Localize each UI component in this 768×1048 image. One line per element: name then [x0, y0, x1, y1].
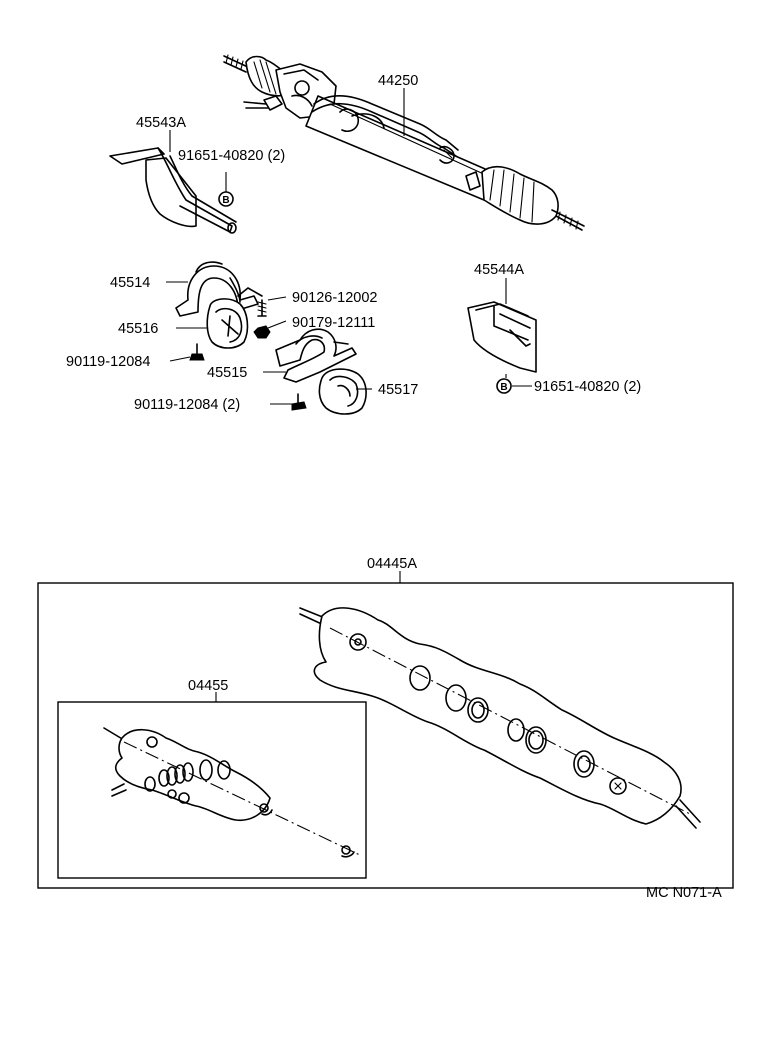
seal-kit-frame [57, 701, 367, 879]
pinion-shaft [263, 95, 283, 111]
gasket-kit-frame [37, 582, 734, 889]
leader-lines [166, 88, 532, 405]
bushing-right [318, 368, 367, 415]
tube-clamp [465, 171, 481, 191]
bracket-right-drawing [467, 301, 537, 373]
label-rack-assembly: 44250 [378, 73, 418, 89]
label-bracket-upper: 45514 [110, 275, 150, 291]
fluid-line-upper [313, 94, 459, 151]
bracket-right-plate [467, 301, 537, 373]
rack-housing-outline [313, 607, 682, 825]
rack-tube [305, 95, 493, 201]
steering-rack-assembly-drawing [223, 54, 585, 231]
label-bolt-upper: 90126-12002 [292, 290, 377, 306]
label-bushing-left: 45516 [118, 321, 158, 337]
label-gasket-kit: 04445A [367, 556, 417, 572]
label-seal-kit: 04455 [188, 678, 228, 694]
bracket-left-arm [109, 147, 165, 165]
rack-boot-right [481, 165, 559, 225]
tie-rod-thread-right [551, 209, 585, 231]
gasket-kit-housing-drawing [299, 607, 701, 829]
label-nut: 90179-12111 [292, 315, 375, 331]
label-bolt-small: 90119-12084 [66, 354, 150, 370]
diagram-code: MC N071-A [646, 885, 722, 901]
clamp-bushing-group-drawing [175, 261, 367, 415]
pinion-cap [294, 80, 310, 96]
label-bolt-lower: 90119-12084 (2) [134, 397, 240, 413]
lower-clamp-bracket [275, 328, 357, 383]
callout-b-right: B [496, 378, 512, 394]
label-bracket-right-bolt: 91651-40820 (2) [534, 379, 641, 395]
seal-kit-housing-drawing [103, 727, 363, 858]
label-bushing-right: 45517 [378, 382, 418, 398]
svg-text:B: B [500, 382, 507, 393]
label-bracket-right: 45544A [474, 262, 524, 278]
svg-text:B: B [222, 195, 229, 206]
label-bracket-left-bolt: 91651-40820 (2) [178, 148, 285, 164]
bracket-left-drawing [109, 147, 237, 234]
label-bracket-left: 45543A [136, 115, 186, 131]
bolt-90119-upper [189, 353, 205, 361]
bracket-left-plate [145, 157, 197, 228]
callout-b-left: B [218, 191, 234, 207]
label-bracket-lower: 45515 [207, 365, 247, 381]
fluid-line-lower [311, 102, 457, 157]
nut-90179 [253, 325, 271, 339]
bolt-90119-lower [291, 401, 307, 411]
